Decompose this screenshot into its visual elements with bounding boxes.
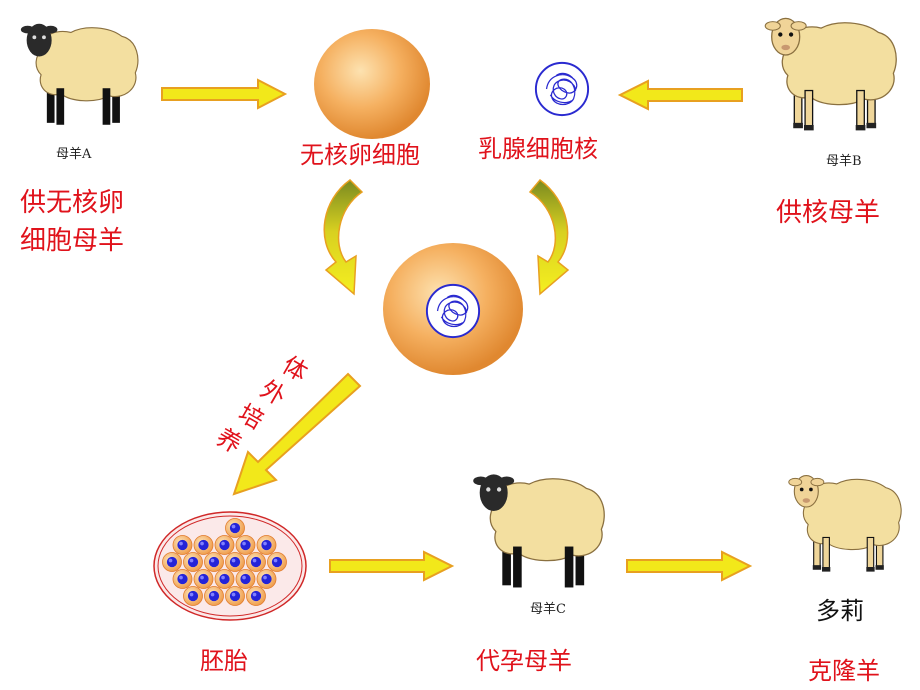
arrow-b-to-nucleus-icon	[617, 79, 743, 111]
sheep-c-icon	[472, 473, 605, 589]
nucleus-donor-label: 供核母羊	[776, 198, 881, 228]
embryo-cell-icon	[235, 535, 256, 555]
embryo-cell-icon	[267, 552, 287, 572]
embryo-cell-icon	[225, 552, 245, 572]
mammary-nucleus-label: 乳腺细胞核	[478, 135, 598, 163]
fused-nucleus-icon	[425, 283, 481, 339]
embryo-cell-icon	[193, 569, 214, 589]
clone-sheep-label: 克隆羊	[808, 657, 880, 685]
curved-arrow-right-icon	[528, 178, 570, 296]
sheep-a-icon	[20, 23, 139, 126]
embryo-dish-icon	[153, 511, 307, 621]
surrogate-label: 代孕母羊	[476, 647, 572, 675]
embryo-cell-icon	[172, 569, 193, 589]
ewe-a-label: 母羊A	[56, 147, 92, 162]
arrow-c-to-dolly-icon	[626, 550, 753, 582]
arrow-embryo-to-c-icon	[329, 550, 455, 582]
sheep-b-icon	[764, 17, 897, 132]
embryo-cell-icon	[235, 569, 256, 589]
embryo-cell-icon	[225, 586, 245, 606]
dolly-sheep-icon	[788, 475, 902, 573]
arrow-a-to-egg-icon	[161, 78, 288, 110]
embryo-cell-icon	[204, 586, 224, 606]
egg-donor-label-line1: 供无核卵	[20, 188, 125, 218]
embryo-cell-icon	[193, 535, 214, 555]
embryo-cell-icon	[183, 586, 203, 606]
dolly-label: 多莉	[816, 597, 864, 625]
embryo-cell-icon	[204, 552, 224, 572]
embryo-label: 胚胎	[200, 647, 248, 675]
enucleated-egg-icon	[314, 29, 430, 139]
embryo-cell-icon	[256, 569, 277, 589]
embryo-cell-icon	[214, 535, 235, 555]
egg-donor-label-line2: 细胞母羊	[20, 226, 125, 256]
embryo-cell-icon	[172, 535, 193, 555]
arrow-culture-icon	[232, 372, 362, 496]
ewe-b-label: 母羊B	[826, 154, 862, 169]
embryo-cell-icon	[246, 586, 266, 606]
mammary-nucleus-icon	[534, 61, 590, 117]
embryo-cell-icon	[246, 552, 266, 572]
embryo-cell-icon	[162, 552, 182, 572]
embryo-cell-icon	[183, 552, 203, 572]
embryo-cell-icon	[256, 535, 277, 555]
embryo-cell-icon	[225, 518, 245, 538]
ewe-c-label: 母羊C	[530, 602, 566, 617]
curved-arrow-left-icon	[323, 179, 364, 296]
embryo-cell-icon	[214, 569, 235, 589]
enucleated-egg-label: 无核卵细胞	[300, 141, 420, 169]
